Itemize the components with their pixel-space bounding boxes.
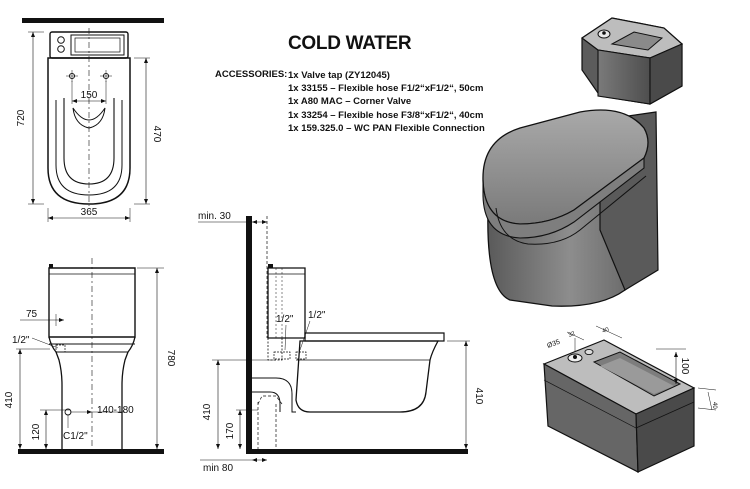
side-inlet-height-label: 410 xyxy=(202,403,213,420)
tank-detail-render: Ø35 32 40 100 40 xyxy=(542,325,717,473)
front-offset-label: 75 xyxy=(26,309,38,320)
seat-depth-label: 470 xyxy=(151,126,162,143)
accessory-item: 1x 33155 – Flexible hose F1/2“xF1/2“, 50… xyxy=(288,83,484,95)
side-view: min. 30 1/2" 1/2" 410 170 min 80 xyxy=(198,211,484,474)
page-title: COLD WATER xyxy=(288,33,412,54)
depth-label: 720 xyxy=(16,109,27,126)
outlet-range-label: 140-180 xyxy=(97,405,134,416)
toilet-3d-render xyxy=(482,17,684,307)
accessory-item: 1x 33254 – Flexible hose F3/8“xF1/2“, 40… xyxy=(288,109,484,121)
height-label: 780 xyxy=(165,350,176,367)
pipe-spacing-label: 150 xyxy=(81,90,98,101)
tank-dim-d-label: 32 xyxy=(568,331,577,339)
wall-gap-label: min. 30 xyxy=(198,211,231,222)
top-view: 150 720 470 365 xyxy=(16,18,164,222)
front-inlet-height-label: 410 xyxy=(4,391,15,408)
accessory-item: 1x 159.325.0 – WC PAN Flexible Connectio… xyxy=(288,122,485,134)
accessory-item: 1x Valve tap (ZY12045) xyxy=(288,70,390,81)
width-label: 365 xyxy=(81,207,98,218)
wall-distance-label: min 80 xyxy=(203,463,233,474)
accessories-list: 1x Valve tap (ZY12045) 1x 33155 – Flexib… xyxy=(288,69,485,135)
front-thread-label: 1/2" xyxy=(12,335,30,346)
side-thread-a-label: 1/2" xyxy=(276,314,294,325)
seat-height-label: 410 xyxy=(473,388,484,405)
tank-dim-a-label: 100 xyxy=(679,358,690,375)
accessories-heading: ACCESSORIES: xyxy=(215,69,288,80)
outlet-connection-label: C1/2" xyxy=(63,431,88,442)
title-block xyxy=(0,0,1,1)
tank-dim-b-label: Ø35 xyxy=(546,339,561,350)
side-outlet-height-label: 170 xyxy=(225,422,236,439)
front-view: 75 1/2" 780 410 120 140-180 C1/2" xyxy=(4,258,176,454)
side-thread-b-label: 1/2" xyxy=(308,310,326,321)
front-outlet-height-label: 120 xyxy=(31,423,42,440)
tank-dim-c-label: 40 xyxy=(602,327,611,335)
tank-dim-d2-label: 40 xyxy=(711,402,717,409)
accessory-item: 1x A80 MAC – Corner Valve xyxy=(288,96,412,108)
